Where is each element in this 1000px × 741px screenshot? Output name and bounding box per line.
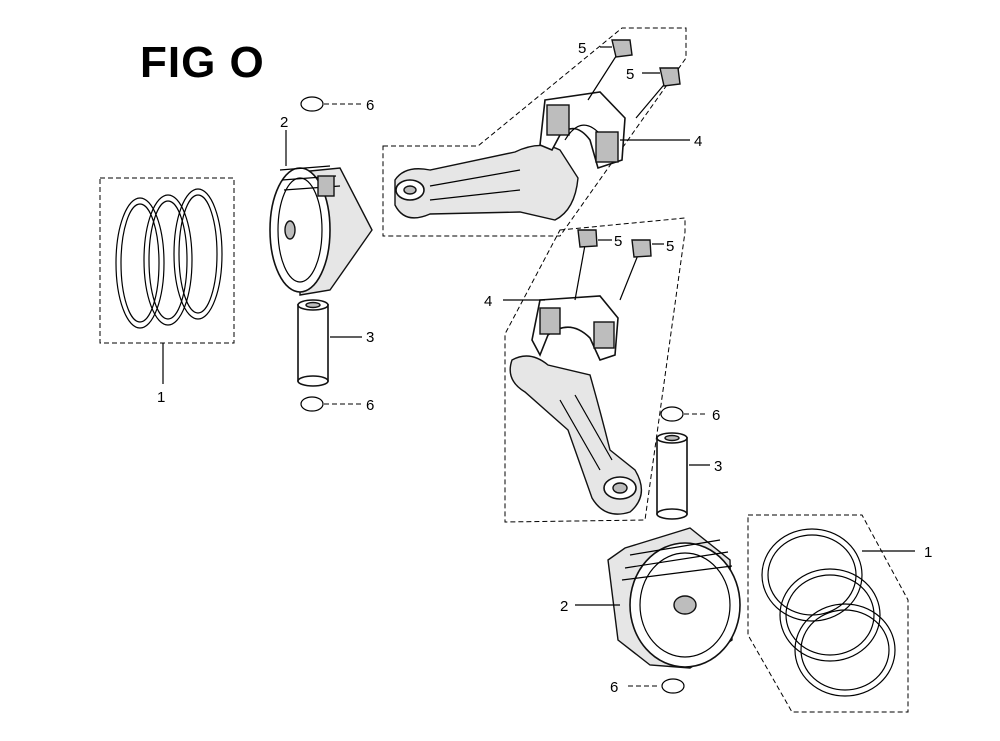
callout-2-left: 2 [280, 114, 288, 131]
callout-6-right-bottom: 6 [610, 679, 618, 696]
callout-1-right: 1 [924, 544, 932, 561]
callout-5-upper-1: 5 [578, 40, 586, 57]
conrod-frame-upper [382, 27, 687, 237]
callout-4-upper: 4 [694, 133, 702, 150]
piston-ring-set-right [761, 528, 896, 697]
callout-6-right-top: 6 [712, 407, 720, 424]
rod-bolt-lower-1 [574, 229, 598, 301]
ring-set-frame-left [99, 177, 235, 344]
connecting-rod-upper [394, 91, 626, 221]
callout-5-upper-2: 5 [626, 66, 634, 83]
callout-2-right: 2 [560, 598, 568, 615]
pin-clip-right-bottom [661, 678, 685, 694]
ring-set-frame-right [747, 514, 909, 713]
connecting-rod-lower [509, 295, 643, 515]
callout-1-left: 1 [157, 389, 165, 406]
piston-left [269, 165, 373, 296]
rod-bolt-lower-2 [619, 239, 652, 301]
pin-clip-left-top [300, 96, 324, 112]
callout-6-left-top: 6 [366, 97, 374, 114]
callout-5-lower-1: 5 [614, 233, 622, 250]
rod-bolt-upper-2 [635, 67, 681, 119]
callout-6-left-bottom: 6 [366, 397, 374, 414]
callout-3-left: 3 [366, 329, 374, 346]
piston-right [607, 527, 741, 669]
piston-ring-set-left [99, 177, 235, 344]
piston-pin-right [656, 432, 688, 520]
callout-4-lower: 4 [484, 293, 492, 310]
figure-title: FIG O [140, 38, 265, 87]
callout-5-lower-2: 5 [666, 238, 674, 255]
piston-pin-left [297, 299, 329, 387]
rod-bolt-upper-1 [587, 39, 633, 101]
callout-3-right: 3 [714, 458, 722, 475]
pin-clip-left-bottom [300, 396, 324, 412]
pin-clip-right-top [660, 406, 684, 422]
